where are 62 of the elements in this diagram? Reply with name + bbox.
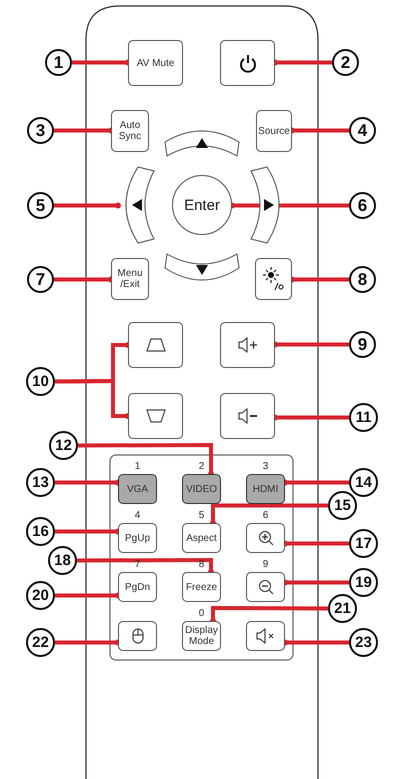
callout-number: 5 <box>27 192 54 219</box>
remote-button: PgUp <box>118 523 157 553</box>
callout-number: 14 <box>349 468 378 497</box>
callout-number: 8 <box>349 266 376 293</box>
callout-number: 11 <box>349 403 378 432</box>
leader-line <box>54 202 121 208</box>
remote-button <box>220 322 275 368</box>
leader-line <box>210 504 328 526</box>
remote-button <box>246 621 285 651</box>
callout-number: 7 <box>27 266 54 293</box>
remote-button: Display Mode <box>182 621 221 651</box>
input-button: VGA <box>118 474 157 504</box>
remote-button <box>220 393 275 439</box>
callout-number: 20 <box>26 581 55 610</box>
remote-button <box>128 322 183 368</box>
callout-number: 23 <box>349 628 378 657</box>
callout-number: 3 <box>27 117 54 144</box>
callout-number: 12 <box>49 431 78 460</box>
key-number-label: 1 <box>134 461 142 472</box>
callout-number: 21 <box>328 594 357 623</box>
key-number-label: 9 <box>262 559 270 570</box>
key-number-label: 5 <box>198 510 206 521</box>
key-number-label: 3 <box>262 461 270 472</box>
callout-number: 4 <box>349 117 376 144</box>
callout-number: 1 <box>45 49 72 76</box>
key-number-label: 4 <box>134 510 142 521</box>
key-number-label: 0 <box>198 608 206 619</box>
key-number-label: 7 <box>134 559 142 570</box>
callout-number: 19 <box>349 568 378 597</box>
leader-line <box>54 378 131 419</box>
remote-button <box>128 393 183 439</box>
callout-number: 22 <box>26 628 55 657</box>
callout-number: 2 <box>332 49 359 76</box>
remote-button: AV Mute <box>128 40 183 86</box>
remote-button: PgDn <box>118 572 157 602</box>
remote-button <box>246 572 285 602</box>
leader-line <box>78 443 214 477</box>
leader-line <box>77 558 214 575</box>
callout-number: 13 <box>26 468 55 497</box>
key-number-label: 8 <box>198 559 206 570</box>
remote-button: Source <box>256 110 292 152</box>
callout-number: 10 <box>26 367 55 396</box>
callout-number: 16 <box>26 517 55 546</box>
callout-number: 9 <box>349 331 376 358</box>
callout-number: 6 <box>349 192 376 219</box>
key-number-label: 6 <box>262 510 270 521</box>
remote-button <box>246 523 285 553</box>
input-button: HDMI <box>246 474 285 504</box>
callout-number: 18 <box>48 546 77 575</box>
remote-button <box>220 40 275 86</box>
input-button: VIDEO <box>182 474 221 504</box>
direction-button <box>163 128 241 158</box>
remote-button <box>255 258 292 300</box>
remote-button: Menu /Exit <box>111 258 149 300</box>
callout-number: 17 <box>349 529 378 558</box>
remote-button: Auto Sync <box>111 110 149 152</box>
remote-button: Freeze <box>182 572 221 602</box>
leader-line <box>210 606 328 624</box>
remote-button: Aspect <box>182 523 221 553</box>
remote-button <box>118 621 157 651</box>
callout-number: 15 <box>328 491 357 520</box>
key-number-label: 2 <box>198 461 206 472</box>
